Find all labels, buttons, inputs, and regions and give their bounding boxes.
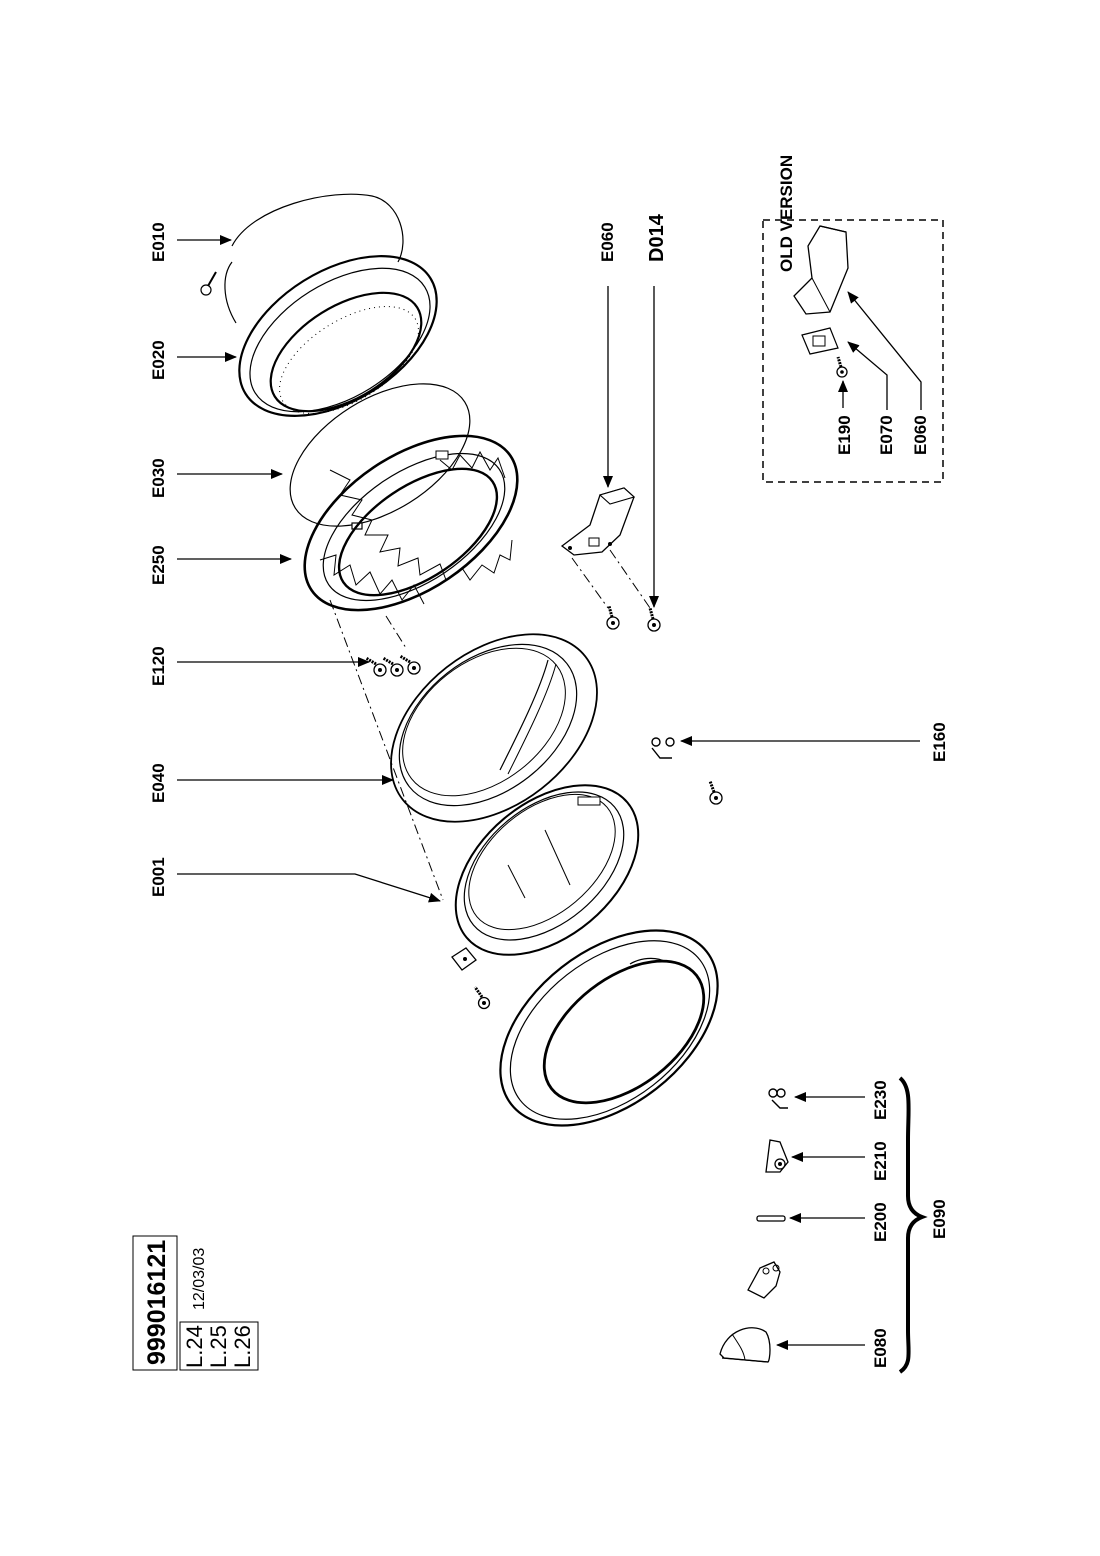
label-E160: E160 xyxy=(930,722,949,762)
variants-box xyxy=(179,1321,259,1371)
e160-screw xyxy=(708,780,723,805)
part-E080-knob xyxy=(719,1327,771,1363)
leader-lines xyxy=(177,235,920,903)
old-label-E190: E190 xyxy=(835,415,854,455)
label-E120: E120 xyxy=(149,646,168,686)
variant-1: L.24 xyxy=(182,1325,207,1368)
old-label-E060: E060 xyxy=(911,415,930,455)
small-bracket xyxy=(451,947,491,1010)
label-E090: E090 xyxy=(930,1199,949,1239)
part-E250-frame xyxy=(303,434,519,612)
label-E060-top: E060 xyxy=(598,222,617,262)
part-E060-handle xyxy=(560,487,636,556)
bottom-leaders xyxy=(776,1092,865,1350)
brace-E090 xyxy=(898,1076,928,1374)
top-labels: E010 E020 E030 E250 E120 E040 E001 E060 … xyxy=(149,213,949,897)
part-E020-gasket xyxy=(238,255,438,417)
document-number: 999016121 xyxy=(143,1240,171,1365)
docno-box xyxy=(132,1235,178,1371)
part-E120-screws xyxy=(365,654,421,677)
document-date: 12/03/03 xyxy=(191,1248,208,1310)
e010-screw xyxy=(200,271,217,296)
old-version-title: OLD VERSION xyxy=(777,155,796,272)
variant-2: L.25 xyxy=(206,1325,231,1368)
arrow-E001 xyxy=(177,873,441,903)
part-door-frame xyxy=(499,929,719,1127)
label-E001: E001 xyxy=(149,857,168,897)
part-E210-lever xyxy=(765,1139,789,1173)
part-E040-glass xyxy=(390,633,598,823)
label-E020: E020 xyxy=(149,340,168,380)
part-E160-spring xyxy=(651,737,675,759)
label-E230: E230 xyxy=(871,1080,890,1120)
label-E210: E210 xyxy=(871,1141,890,1181)
part-E001-inner xyxy=(454,784,640,956)
label-D014: D014 xyxy=(646,213,668,262)
old-label-E070: E070 xyxy=(877,415,896,455)
part-E230-spring xyxy=(768,1088,788,1109)
bottom-labels: E080 E200 E210 E230 E090 xyxy=(871,1080,949,1368)
assembly-lines xyxy=(329,549,651,901)
label-E010: E010 xyxy=(149,222,168,262)
part-lock-body xyxy=(747,1261,781,1299)
label-E040: E040 xyxy=(149,763,168,803)
part-D014-screws xyxy=(606,605,661,632)
old-version-box: OLD VERSION E190 E070 E060 xyxy=(762,155,944,483)
part-E010-wire xyxy=(200,193,404,324)
part-E200-pin xyxy=(756,1215,786,1222)
label-E200: E200 xyxy=(871,1202,890,1242)
variant-3: L.26 xyxy=(230,1325,255,1368)
title-block: 999016121 12/03/03 L.24 L.25 L.26 xyxy=(132,1235,259,1371)
label-E030: E030 xyxy=(149,458,168,498)
label-E080: E080 xyxy=(871,1328,890,1368)
label-E250: E250 xyxy=(149,545,168,585)
